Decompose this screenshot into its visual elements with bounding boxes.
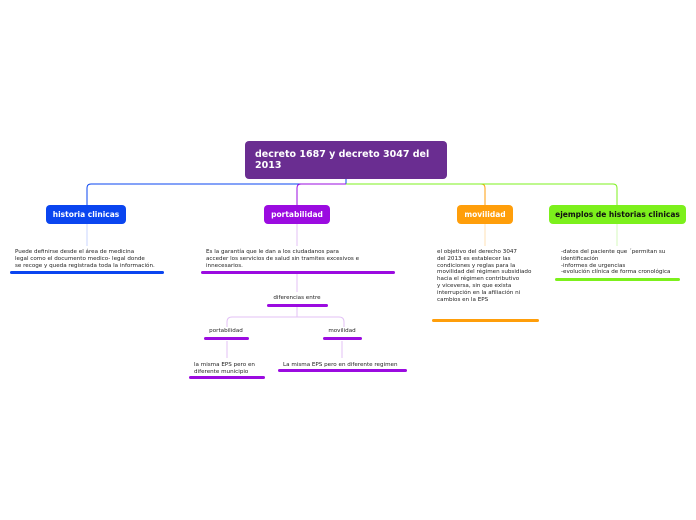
sub-movilidad-label[interactable]: movilidad [328, 328, 356, 334]
bar-ejemplos [555, 278, 680, 281]
note-portabilidad: Es la garantía que le dan a los ciudadan… [206, 249, 360, 269]
bar-sub-movilidad [323, 337, 362, 340]
topic-historia-label: historia clinicas [52, 210, 120, 219]
note-sub-portabilidad: la misma EPS pero en diferente municipio [194, 362, 255, 375]
sub-portabilidad-label[interactable]: portabilidad [209, 328, 243, 334]
connector-historia [86, 179, 347, 205]
diferencias-label[interactable]: diferencias entre [273, 295, 321, 301]
topic-movilidad-label: movilidad [464, 210, 506, 219]
root-node[interactable]: decreto 1687 y decreto 3047 del 2013 [245, 141, 447, 179]
note-movilidad: el objetivo del derecho 3047 del 2013 es… [437, 249, 532, 303]
connector-ejemplos [346, 183, 618, 205]
connector-movilidad [346, 183, 486, 205]
topic-historia-clinicas[interactable]: historia clinicas [46, 205, 126, 224]
topic-portabilidad-label: portabilidad [271, 210, 323, 219]
topic-movilidad[interactable]: movilidad [457, 205, 513, 224]
root-title: decreto 1687 y decreto 3047 del 2013 [255, 149, 430, 171]
bar-movilidad [432, 319, 539, 322]
bar-diferencias [267, 304, 328, 307]
topic-portabilidad[interactable]: portabilidad [264, 205, 330, 224]
note-sub-movilidad: La misma EPS pero en diferente regimen [283, 362, 398, 368]
connector-portabilidad [296, 183, 346, 205]
note-ejemplos: -datos del paciente que ´permitan su ide… [561, 249, 671, 276]
bar-note-sub-movilidad [278, 369, 407, 372]
bar-historia [10, 271, 164, 274]
bar-portabilidad [201, 271, 395, 274]
note-historia: Puede definirse desde el área de medicin… [15, 249, 155, 269]
bar-note-sub-portabilidad [189, 376, 265, 379]
bar-sub-portabilidad [204, 337, 249, 340]
topic-ejemplos[interactable]: ejemplos de historias clinicas [549, 205, 686, 224]
topic-ejemplos-label: ejemplos de historias clinicas [555, 210, 680, 219]
branch-diferencias [226, 307, 345, 327]
